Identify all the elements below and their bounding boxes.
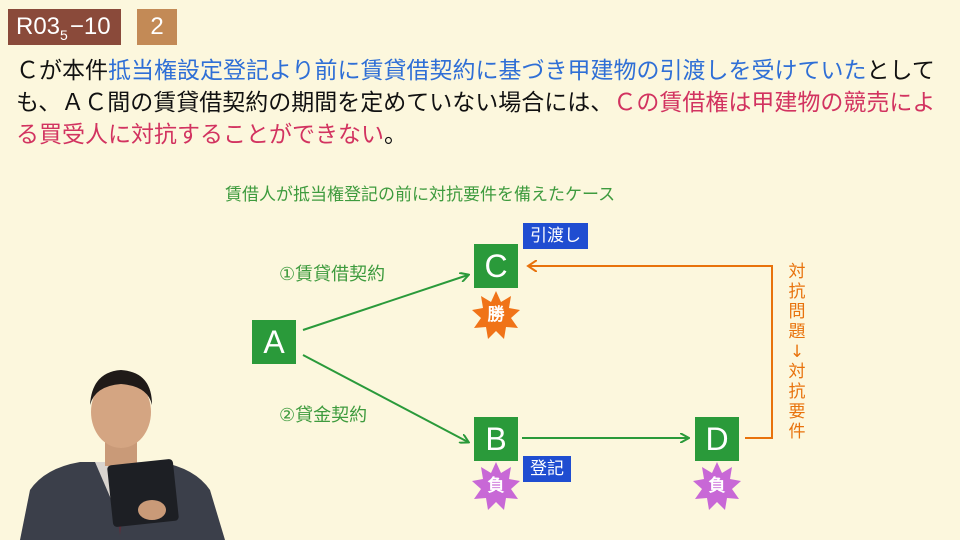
statement-part-5: 。 bbox=[384, 122, 407, 148]
node-d: D bbox=[695, 417, 739, 461]
problem-id-suffix: −10 bbox=[69, 13, 111, 40]
problem-id-sub: 5 bbox=[60, 27, 68, 43]
result-c-text: 勝 bbox=[487, 305, 505, 325]
loan-contract-label: ②貸金契約 bbox=[279, 405, 368, 426]
win-burst-icon bbox=[472, 291, 520, 339]
statement-part-2: 抵当権設定登記より前に賃貸借契約に基づき甲建物の引渡しを受けていた bbox=[108, 58, 867, 84]
handover-tag: 引渡し bbox=[523, 223, 588, 249]
result-c-win: 勝 bbox=[471, 290, 521, 340]
statement-part-3: としても、ＡＣ間の賃貸借契約の期間を定めていない場合には、 bbox=[16, 58, 935, 116]
problem-statement: Ｃが本件抵当権設定登記より前に賃貸借契約に基づき甲建物の引渡しを受けていたとして… bbox=[16, 55, 951, 151]
lose-burst-icon bbox=[472, 462, 520, 510]
vertical-label: 対抗問題↓対抗要件 bbox=[788, 262, 806, 442]
result-b-lose: 負 bbox=[471, 461, 521, 511]
lose-burst-icon bbox=[693, 462, 741, 510]
node-a: A bbox=[252, 320, 296, 364]
arrow-d-to-c bbox=[528, 266, 773, 439]
arrow-a-to-b bbox=[302, 354, 468, 442]
arrow-a-to-c bbox=[302, 275, 468, 331]
presenter-image bbox=[20, 370, 225, 540]
problem-id: R03 bbox=[16, 13, 61, 40]
problem-id-badge: R035−10 bbox=[8, 9, 121, 45]
result-d-text: 負 bbox=[708, 476, 726, 496]
statement-part-1: Ｃが本件 bbox=[16, 58, 108, 84]
node-b: B bbox=[474, 417, 518, 461]
registration-tag: 登記 bbox=[523, 456, 571, 482]
statement-part-4: Ｃの賃借権は甲建物の競売による買受人に対抗することができない bbox=[16, 90, 936, 148]
result-b-text: 負 bbox=[487, 476, 505, 496]
node-c: C bbox=[474, 244, 518, 288]
case-title: 賃借人が抵当権登記の前に対抗要件を備えたケース bbox=[225, 185, 616, 205]
item-number-badge: 2 bbox=[137, 9, 177, 45]
lease-contract-label: ①賃貸借契約 bbox=[279, 264, 386, 285]
result-d-lose: 負 bbox=[692, 461, 742, 511]
